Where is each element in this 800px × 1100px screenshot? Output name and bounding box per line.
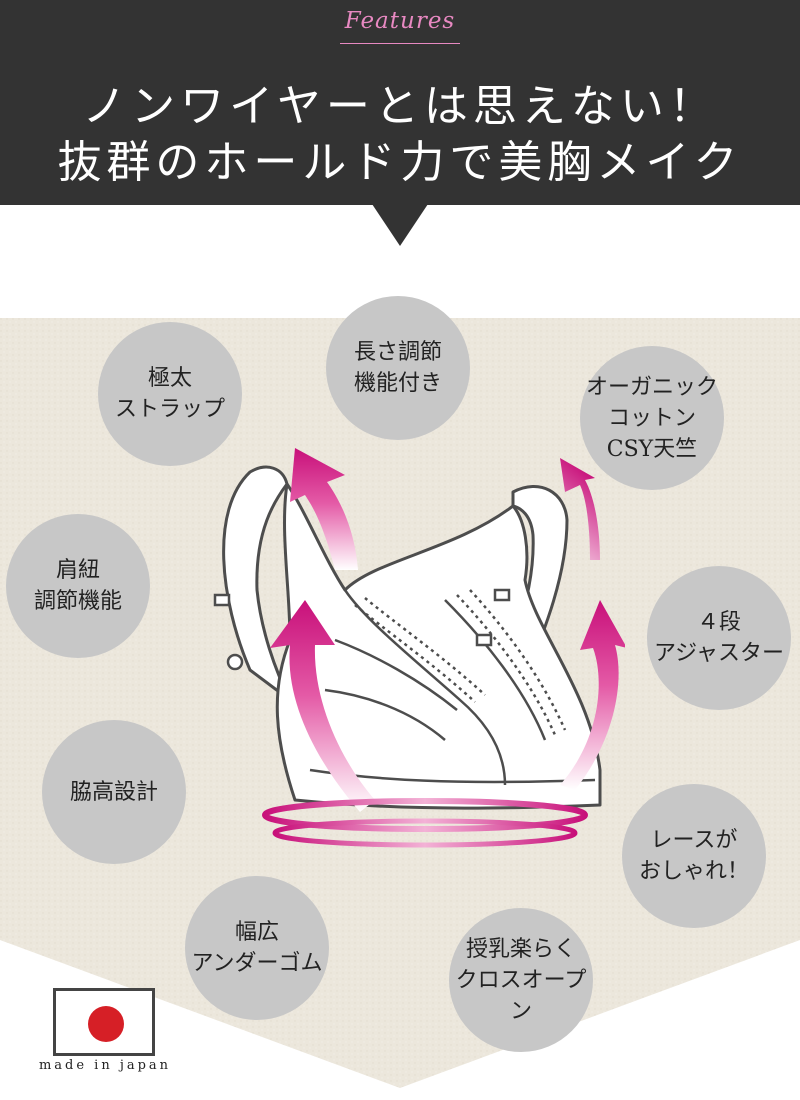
bra-illustration xyxy=(213,448,625,848)
headline-line-1: ノンワイヤーとは思えない！ xyxy=(82,81,718,132)
header-banner: Features ノンワイヤーとは思えない！ 抜群のホールド力で美胸メイク xyxy=(0,0,800,205)
made-in-japan-label: made in japan xyxy=(38,1058,172,1073)
feature-text: 授乳楽らく クロスオープン xyxy=(455,936,587,1024)
feature-side-design: 脇高設計 xyxy=(42,720,186,864)
feature-wide-under-rubber: 幅広 アンダーゴム xyxy=(185,876,329,1020)
feature-text: 極太 ストラップ xyxy=(114,366,225,422)
feature-text: 脇高設計 xyxy=(69,779,158,805)
feature-organic-cotton: オーガニック コットン CSY天竺 xyxy=(580,346,724,490)
feature-text: ４段 アジャスター xyxy=(653,610,785,666)
flag-red-circle xyxy=(88,1006,124,1042)
headline-line-2: 抜群のホールド力で美胸メイク xyxy=(57,137,743,188)
feature-nursing-cross-open: 授乳楽らく クロスオープン xyxy=(449,908,593,1052)
features-label: Features xyxy=(344,8,456,34)
header-pointer xyxy=(372,204,428,246)
feature-thick-strap: 極太 ストラップ xyxy=(98,322,242,466)
feature-text: 長さ調節 機能付き xyxy=(353,340,442,396)
feature-text: レースが おしゃれ！ xyxy=(638,828,749,884)
japan-flag-icon xyxy=(53,988,155,1056)
feature-shoulder-adjust: 肩紐 調節機能 xyxy=(6,514,150,658)
feature-length-adjust: 長さ調節 機能付き xyxy=(326,296,470,440)
features-underline xyxy=(340,43,460,44)
feature-text: 肩紐 調節機能 xyxy=(33,558,122,614)
feature-text: 幅広 アンダーゴム xyxy=(191,920,323,976)
feature-text: オーガニック コットン CSY天竺 xyxy=(585,374,718,462)
feature-four-step-adjuster: ４段 アジャスター xyxy=(647,566,791,710)
feature-lace: レースが おしゃれ！ xyxy=(622,784,766,928)
